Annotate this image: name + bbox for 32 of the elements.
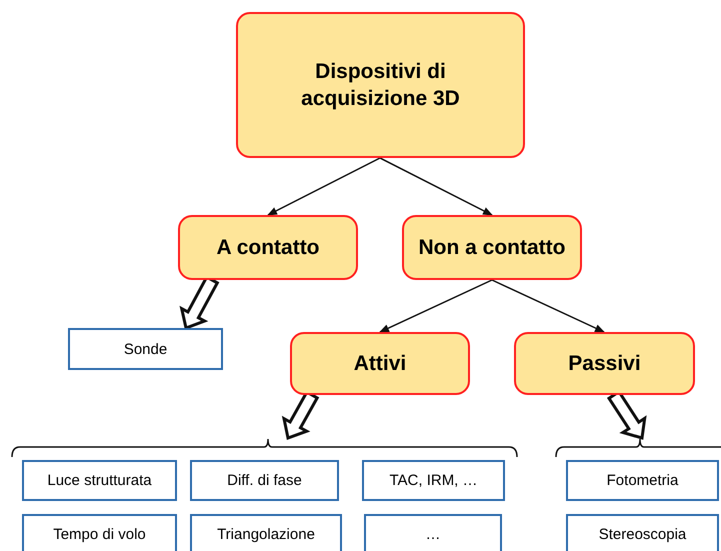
category-box — [402, 215, 582, 280]
category-box — [236, 12, 525, 158]
item-box — [362, 460, 505, 501]
item-label: Tempo di volo — [53, 526, 146, 542]
category-box — [514, 332, 695, 395]
item-box — [190, 514, 342, 551]
item-label: Luce strutturata — [47, 472, 152, 489]
item-box — [364, 514, 502, 551]
arrow — [267, 157, 380, 216]
item-box — [68, 328, 223, 370]
item-label: Triangolazione — [217, 526, 315, 542]
item-box — [566, 460, 719, 501]
arrow — [379, 279, 492, 333]
arrow — [492, 279, 605, 333]
category-label: Passivi — [568, 350, 641, 377]
arrow — [380, 157, 493, 216]
category-label: Dispositivi di acquisizione 3D — [300, 58, 461, 112]
item-label: Fotometria — [606, 472, 678, 489]
item-label: Stereoscopia — [598, 526, 686, 542]
item-box — [190, 460, 339, 501]
item-label: … — [426, 526, 440, 542]
item-label: Diff. di fase — [227, 472, 302, 489]
item-box — [22, 514, 177, 551]
category-box — [290, 332, 470, 395]
item-box — [566, 514, 719, 551]
item-label: TAC, IRM, … — [389, 472, 478, 489]
category-label: Attivi — [354, 350, 406, 377]
category-label: Non a contatto — [418, 234, 566, 261]
category-box — [178, 215, 358, 280]
item-box — [22, 460, 177, 501]
item-label: Sonde — [124, 340, 168, 358]
category-label: A contatto — [216, 234, 320, 261]
